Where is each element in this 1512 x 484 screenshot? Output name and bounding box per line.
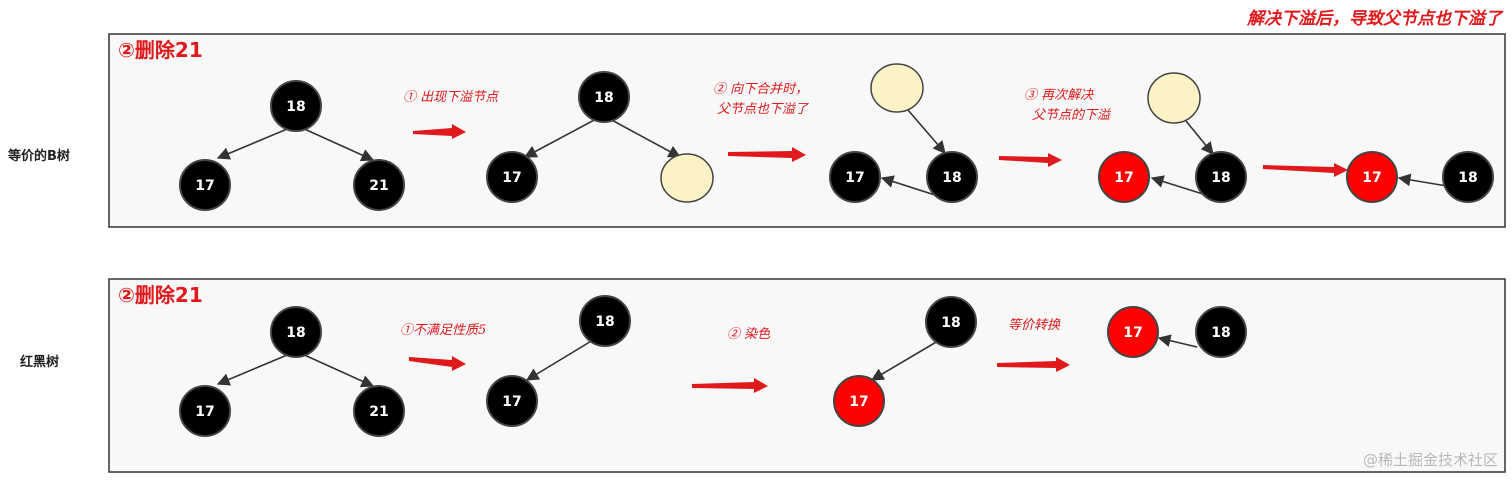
edge-18-17	[216, 126, 293, 160]
node-17: 17	[486, 151, 538, 203]
edge-18-17	[525, 339, 594, 381]
node-17: 17	[179, 159, 231, 211]
svg-text:17: 17	[849, 394, 868, 410]
btree-step4-arrow	[1263, 163, 1348, 177]
btree-step2-arrow	[728, 147, 806, 162]
svg-text:17: 17	[502, 170, 521, 186]
svg-text:17: 17	[845, 170, 864, 186]
node-17-red: 17	[1098, 151, 1150, 203]
edge-18-17	[1397, 173, 1448, 187]
rbtree-panel	[108, 278, 1506, 473]
node-21: 21	[353, 159, 405, 211]
empty-node	[1147, 72, 1201, 124]
svg-text:18: 18	[1458, 170, 1477, 186]
node-17-red: 17	[1107, 306, 1159, 358]
rbtree-step3-arrow	[997, 357, 1070, 372]
edge-18-21	[299, 126, 375, 162]
rbtree-row-label: 红黑树	[20, 355, 60, 370]
svg-text:18: 18	[595, 314, 614, 330]
btree-panel	[108, 33, 1506, 228]
watermark: @稀土掘金技术社区	[1363, 451, 1498, 469]
node-18: 18	[578, 71, 630, 123]
svg-text:18: 18	[942, 170, 961, 186]
btree-step2-note-line1: ② 向下合并时，	[713, 82, 808, 97]
btree-step3-note-line1: ③ 再次解决	[1024, 88, 1094, 103]
svg-text:17: 17	[1123, 325, 1142, 341]
edge-18-17	[523, 117, 599, 158]
node-18: 18	[270, 80, 322, 132]
rbtree-step2-arrow	[692, 378, 768, 393]
node-17: 17	[486, 375, 538, 427]
btree-panel-title: ②删除21	[118, 38, 203, 62]
node-18: 18	[925, 296, 977, 348]
edge-18-17	[1150, 175, 1207, 196]
edge-empty-18	[907, 109, 946, 154]
svg-text:17: 17	[1114, 170, 1133, 186]
svg-text:18: 18	[594, 90, 613, 106]
edge-18-17	[880, 175, 939, 197]
svg-text:18: 18	[286, 325, 305, 341]
node-18: 18	[579, 295, 631, 347]
btree-step2-note-line2: 父节点也下溢了	[717, 102, 809, 117]
btree-row-label: 等价的B树	[8, 149, 70, 164]
svg-text:17: 17	[1362, 170, 1381, 186]
node-18: 18	[1195, 151, 1247, 203]
rbtree-step3-note: 等价转换	[1008, 318, 1061, 333]
node-18: 18	[926, 151, 978, 203]
svg-text:17: 17	[502, 394, 521, 410]
btree-step1-note: ① 出现下溢节点	[403, 90, 500, 105]
svg-text:21: 21	[369, 178, 388, 194]
btree-step1-arrow	[413, 124, 466, 139]
empty-node	[660, 153, 714, 203]
node-21: 21	[353, 385, 405, 437]
svg-text:18: 18	[1211, 325, 1230, 341]
svg-text:17: 17	[195, 404, 214, 420]
rbtree-panel-title: ②删除21	[118, 283, 203, 307]
edge-18-21	[299, 352, 375, 388]
node-18: 18	[1442, 151, 1494, 203]
svg-text:18: 18	[286, 99, 305, 115]
node-18: 18	[1195, 306, 1247, 358]
rbtree-step2-note: ② 染色	[727, 327, 771, 342]
svg-text:17: 17	[195, 178, 214, 194]
node-17: 17	[829, 151, 881, 203]
edge-18-17	[216, 352, 293, 386]
edge-18-17	[1157, 334, 1198, 348]
btree-step3-note-line2: 父节点的下溢	[1032, 108, 1112, 123]
node-17-red: 17	[833, 375, 885, 427]
svg-text:18: 18	[1211, 170, 1230, 186]
svg-text:21: 21	[369, 404, 388, 420]
top-note: 解决下溢后，导致父节点也下溢了	[1246, 9, 1504, 29]
btree-step3-arrow	[999, 153, 1062, 167]
rbtree-step1-arrow	[409, 356, 466, 371]
rbtree-step1-note: ①不满足性质5	[400, 323, 486, 338]
edge-empty-18	[1185, 120, 1214, 155]
node-18: 18	[270, 306, 322, 358]
node-17: 17	[179, 385, 231, 437]
edge-18-17	[870, 340, 939, 381]
svg-text:18: 18	[941, 315, 960, 331]
edge-18-empty	[607, 117, 682, 158]
node-17-red: 17	[1346, 151, 1398, 203]
empty-node	[870, 63, 924, 113]
